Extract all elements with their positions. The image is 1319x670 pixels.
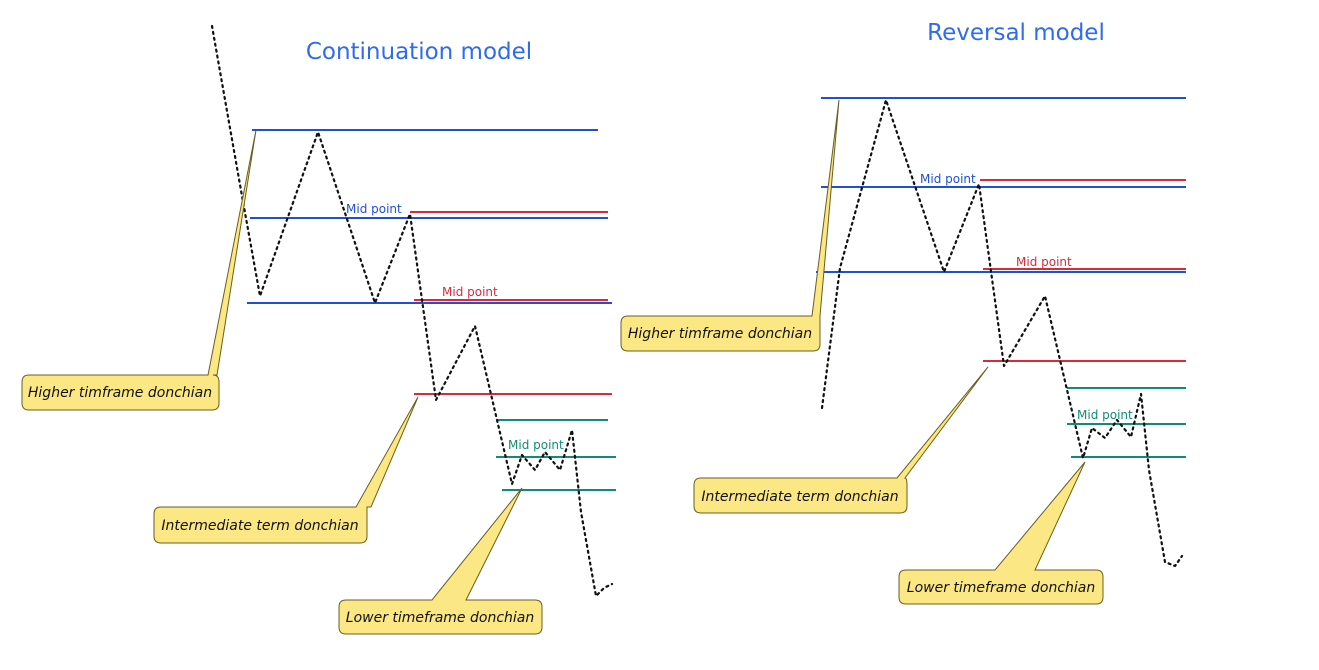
reversal-higher-callout: Higher timframe donchian bbox=[620, 99, 840, 352]
continuation-title: Continuation model bbox=[306, 39, 532, 65]
continuation-lower-callout: Lower timeframe donchian bbox=[338, 487, 543, 635]
reversal-higher-callout-text: Higher timframe donchian bbox=[628, 326, 812, 342]
continuation-higher-callout-text: Higher timframe donchian bbox=[28, 385, 212, 401]
reversal-intermediate-callout: Intermediate term donchian bbox=[693, 366, 989, 514]
continuation-intermediate-callout-text: Intermediate term donchian bbox=[161, 518, 358, 534]
continuation-higher-callout: Higher timframe donchian bbox=[21, 129, 257, 411]
continuation-lower-callout-text: Lower timeframe donchian bbox=[346, 610, 534, 626]
continuation-model: Continuation model Mid point Mid point M… bbox=[21, 24, 616, 635]
reversal-model: Reversal model Mid point Mid point Mid p… bbox=[620, 20, 1186, 605]
reversal-intermediate-callout-text: Intermediate term donchian bbox=[701, 489, 898, 505]
reversal-lower-callout: Lower timeframe donchian bbox=[898, 461, 1104, 605]
reversal-title: Reversal model bbox=[927, 20, 1105, 46]
continuation-price-path bbox=[210, 24, 614, 598]
reversal-lower-mid-label: Mid point bbox=[1077, 408, 1133, 422]
continuation-lower-mid-label: Mid point bbox=[508, 438, 564, 452]
reversal-lower-callout-text: Lower timeframe donchian bbox=[907, 580, 1095, 596]
reversal-intermediate-mid-label: Mid point bbox=[1016, 255, 1072, 269]
continuation-higher-mid-label: Mid point bbox=[346, 202, 402, 216]
reversal-higher-mid-label: Mid point bbox=[920, 172, 976, 186]
continuation-intermediate-callout: Intermediate term donchian bbox=[153, 396, 419, 544]
reversal-price-path bbox=[820, 98, 1184, 568]
continuation-intermediate-mid-label: Mid point bbox=[442, 285, 498, 299]
